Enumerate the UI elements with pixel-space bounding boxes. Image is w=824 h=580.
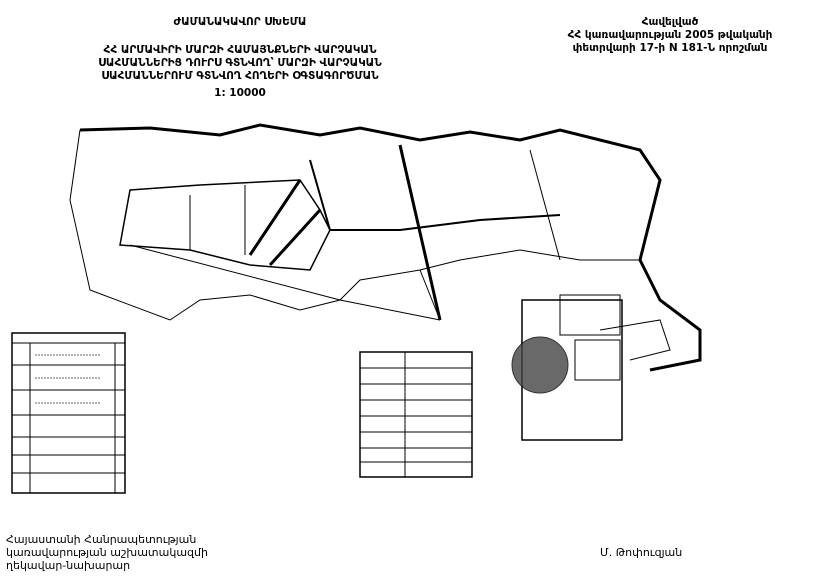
- parcel-table: [359, 351, 473, 478]
- inset-frame: [559, 294, 621, 336]
- parcel-line: [248, 179, 302, 256]
- position-line: ղեկավար-նախարար: [6, 559, 131, 572]
- map-boundary: [69, 129, 640, 321]
- signatory-name: Մ. Թոփուզյան: [600, 546, 683, 559]
- inset-blob: [511, 336, 569, 394]
- annex-line: ՀՀ կառավարության 2005 թվականի: [567, 29, 773, 41]
- road: [398, 144, 442, 321]
- subtitle-line: ՀՀ ԱՐՄԱՎԻՐԻ ՄԱՐԶԻ ՀԱՄԱՅՆՔՆԵՐԻ ՎԱՐՉԱԿԱՆ: [103, 44, 377, 56]
- document-title: ԺԱՄԱՆԱԿԱՎՈՐ ՍԽԵՄԱ: [173, 16, 307, 28]
- annex-line: փետրվարի 17-ի N 181-Ն որոշման: [572, 42, 768, 54]
- parcel-line: [419, 269, 441, 321]
- document-subtitle: ՀՀ ԱՐՄԱՎԻՐԻ ՄԱՐԶԻ ՀԱՄԱՅՆՔՆԵՐԻ ՎԱՐՉԱԿԱՆ Ս…: [0, 44, 480, 83]
- parcel-line: [268, 208, 322, 267]
- inset-contour: [599, 319, 671, 361]
- road: [309, 159, 561, 231]
- position-line: կառավարության աշխատակազմի: [6, 546, 208, 559]
- position-line: Հայաստանի Հանրապետության: [6, 533, 197, 546]
- northern-border: [79, 123, 702, 372]
- annex-line: Հավելված: [641, 16, 699, 28]
- subtitle-line: ՍԱՀՄԱՆՆԵՐԻՑ ԴՈՒՐՍ ԳՏՆՎՈՂ՝ ՄԱՐԶԻ ՎԱՐՉԱԿԱՆ: [98, 57, 382, 69]
- parcel-line: [129, 244, 441, 321]
- legend-table: [11, 332, 126, 494]
- parcel-outline: [119, 179, 331, 271]
- signatory-position: Հայաստանի Հանրապետության կառավարության ա…: [6, 533, 208, 572]
- annex-note: Հավելված ՀՀ կառավարության 2005 թվականի փ…: [520, 16, 820, 55]
- subtitle-line: ՍԱՀՄԱՆՆԵՐՈՒՄ ԳՏՆՎՈՂ ՀՈՂԵՐԻ ՕԳՏԱԳՈՐԾՄԱՆ: [101, 70, 379, 82]
- inset-frame: [574, 339, 621, 381]
- map-scale: 1: 10000: [214, 87, 266, 99]
- parcel-line: [529, 149, 561, 261]
